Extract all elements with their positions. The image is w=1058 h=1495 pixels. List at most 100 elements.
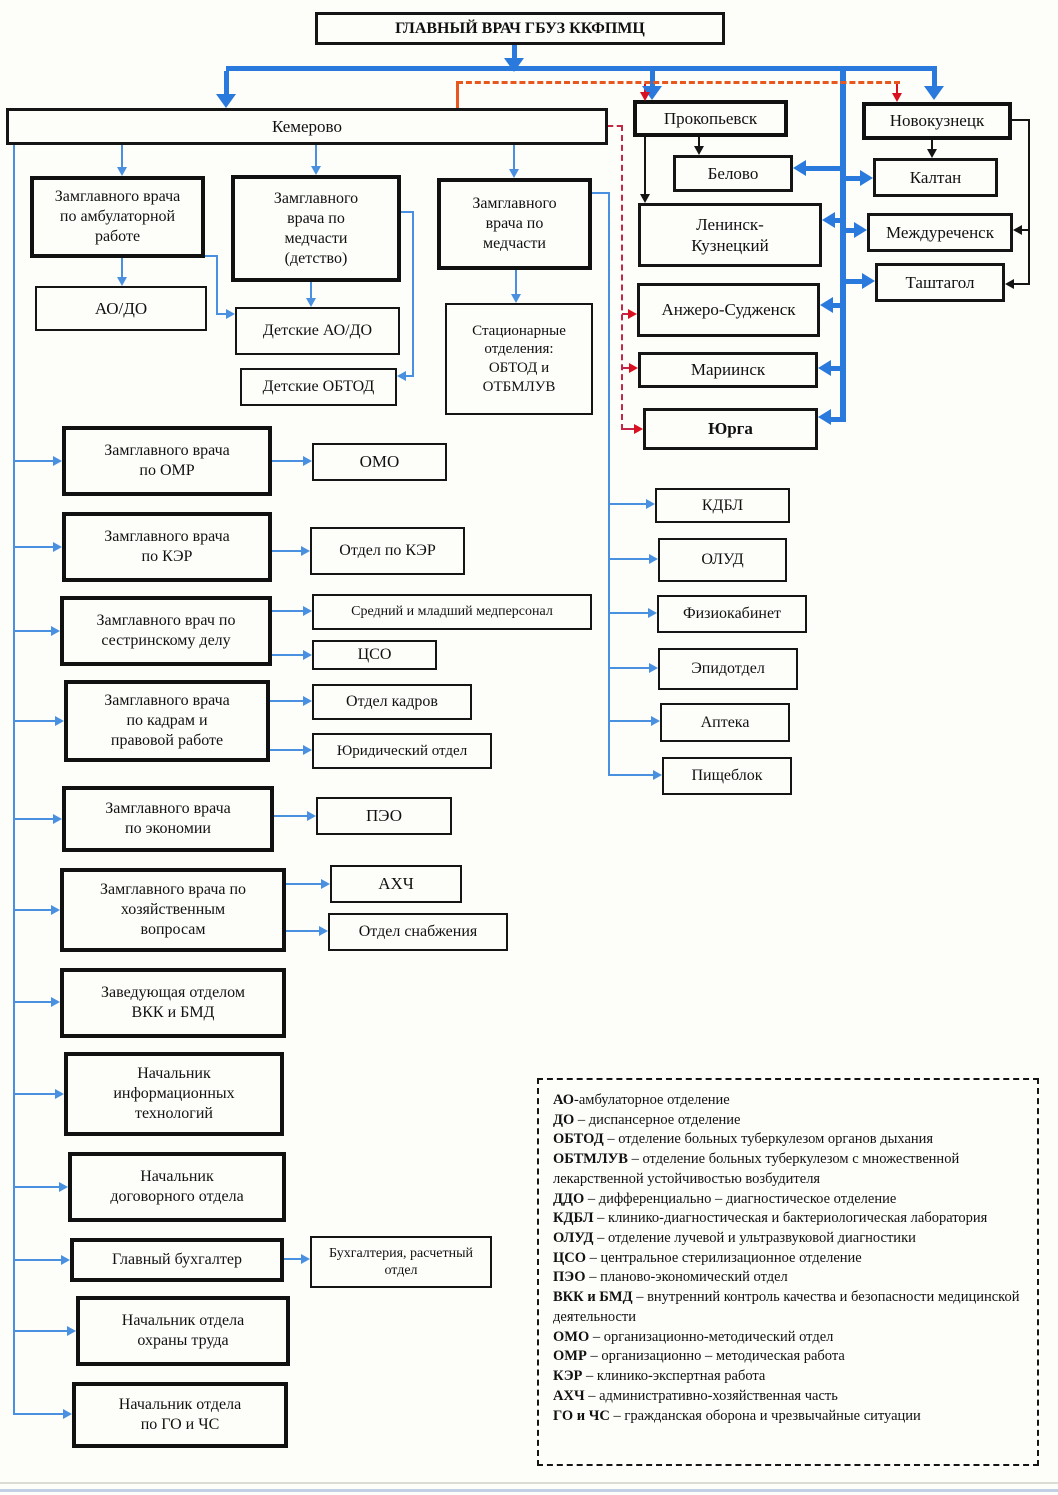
legend-entry: КДБЛ – клинико-диагностическая и бактери… [553,1210,988,1227]
omo-right-arrow-icon [303,456,312,466]
node-belovo: Белово [673,155,793,192]
node-mid-junior-staff: Средний и младший медперсонал [312,594,592,630]
red-novokuznetsk-arrow-icon [892,93,902,102]
nursing-staff-connector [272,610,303,612]
aodo-down-arrow-icon [117,277,127,286]
rail-econ-stub [13,818,53,820]
crimson-anzhero-arrow-icon [628,309,637,319]
leninsk-down-arrow-icon [640,194,650,203]
legend-entry: АХЧ – административно-хозяйственная част… [553,1387,838,1404]
household-supply-connector [286,930,319,932]
node-deputy-economy: Замглавного врача по экономии [62,786,274,852]
ker-dept-connector [272,550,301,552]
ker-right-arrow-icon [53,542,62,552]
hr-dept-right-arrow-icon [303,696,312,706]
node-deputy-med-childhood: Замглавного врача по медчасти (детство) [231,175,401,282]
node-ker-dept: Отдел по КЭР [310,527,465,575]
vkk-right-arrow-icon [51,997,60,1007]
node-children-obtod: Детские ОБТОД [240,368,397,406]
rail-gochs-stub [13,1413,63,1415]
page-scan-edge-line [0,1482,1058,1484]
prokopyevsk-drop-connector [650,71,655,86]
node-deputy-hr-legal: Замглавного врача по кадрам и правовой р… [64,680,270,762]
anzhero-left-arrow-icon [820,297,833,313]
novokuznetsk-down-arrow-icon [924,86,944,100]
legend-entry: ОБТМЛУВ – отделение больных туберкулезом… [553,1151,960,1187]
leninsk-left-arrow-icon [822,212,835,228]
node-prokopyevsk: Прокопьевск [633,100,788,137]
supply-right-arrow-icon [319,926,328,936]
left-blue-rail [13,145,15,1415]
prokopyevsk-leninsk-connector [644,137,646,194]
childdep-elbow-v [412,211,414,377]
node-go-chs-head: Начальник отдела по ГО и ЧС [72,1382,288,1448]
ambulatory-elbow-v [216,255,218,315]
bracket-tashtagol-stub [1014,283,1030,285]
node-kaltan: Калтан [873,158,998,197]
abbreviations-legend: АО-амбулаторное отделение ДО – диспансер… [537,1078,1039,1466]
node-deputy-nursing: Замглавного врач по сестринскому делу [60,596,272,666]
root-down-connector [512,45,517,58]
omr-right-arrow-icon [53,456,62,466]
bracket-mezhdurechensk-stub [1022,229,1030,231]
deputy1-down-arrow-icon [117,167,127,176]
node-cso: ЦСО [312,640,437,670]
novokuznetsk-drop-connector [932,66,937,86]
legal-right-arrow-icon [303,745,312,755]
spine-anzhero-connector [833,303,846,308]
physio-right-arrow-icon [648,608,657,618]
rail-epid-stub [608,667,649,669]
staff-right-arrow-icon [303,606,312,616]
child-aodo-connector [310,282,312,298]
spine-kaltan-connector [843,176,860,181]
node-omo: ОМО [312,443,447,481]
node-peo: ПЭО [316,797,452,835]
node-chief-physician: ГЛАВНЫЙ ВРАЧ ГБУЗ ККФПМЦ [315,12,725,45]
belovo-down-arrow-icon [694,146,704,155]
omr-omo-connector [272,460,303,462]
node-novokuznetsk: Новокузнецк [862,102,1012,140]
spine-yurga-connector [830,417,843,422]
cities-blue-spine [840,71,846,422]
kemerovo-down-arrow-icon [216,94,236,108]
child-aodo-down-arrow-icon [306,298,316,307]
node-apteka: Аптека [660,703,790,742]
crimson-yurga-stub [622,428,634,430]
mariinsk-left-arrow-icon [818,360,831,376]
node-labor-safety-head: Начальник отдела охраны труда [76,1296,290,1366]
node-kemerovo: Кемерово [6,108,608,145]
node-anzhero-sudzhensk: Анжеро-Судженск [637,283,820,337]
accountant-accounting-connector [284,1258,301,1260]
node-kdbl: КДБЛ [655,488,790,523]
mezhdurechensk-left-black-arrow-icon [1013,225,1022,235]
econ-peo-connector [274,815,307,817]
rail-accountant-stub [13,1259,61,1261]
child-aodo-right-arrow-icon [226,309,235,319]
root-down-arrow-icon [504,58,524,72]
rail-physio-stub [608,612,648,614]
med-stationary-connector [515,270,517,294]
node-ahch: АХЧ [330,865,462,903]
rail-contract-stub [13,1186,59,1188]
apteka-right-arrow-icon [651,716,660,726]
node-deputy-ker: Замглавного врача по КЭР [62,512,272,582]
accountant-right-arrow-icon [61,1255,70,1265]
legend-entry: КЭР – клинико-экспертная работа [553,1368,766,1385]
spine-leninsk-connector [835,218,846,223]
olud-right-arrow-icon [649,554,658,564]
services-blue-rail [608,192,610,776]
legend-entry: ПЭО – планово-экономический отдел [553,1269,788,1286]
node-vkk-bmd-head: Заведующая отделом ВКК и БМД [60,968,286,1038]
legend-entry: ЦСО – центральное стерилизационное отдел… [553,1249,862,1266]
ambulatory-elbow-h1 [205,255,218,257]
crimson-yurga-arrow-icon [634,424,643,434]
spine-mezhdurechensk-connector [843,228,854,233]
node-olud: ОЛУД [658,538,787,582]
node-contract-head: Начальник договорного отдела [68,1152,286,1222]
crimson-mariinsk-arrow-icon [629,363,638,373]
rail-food-stub [608,774,653,776]
epid-right-arrow-icon [649,663,658,673]
node-supply-dept: Отдел снабжения [328,913,508,951]
novokuznetsk-bracket-top [1012,119,1030,121]
node-stationary-units: Стационарные отделения: ОБТОД и ОТБМЛУВ [445,303,593,415]
